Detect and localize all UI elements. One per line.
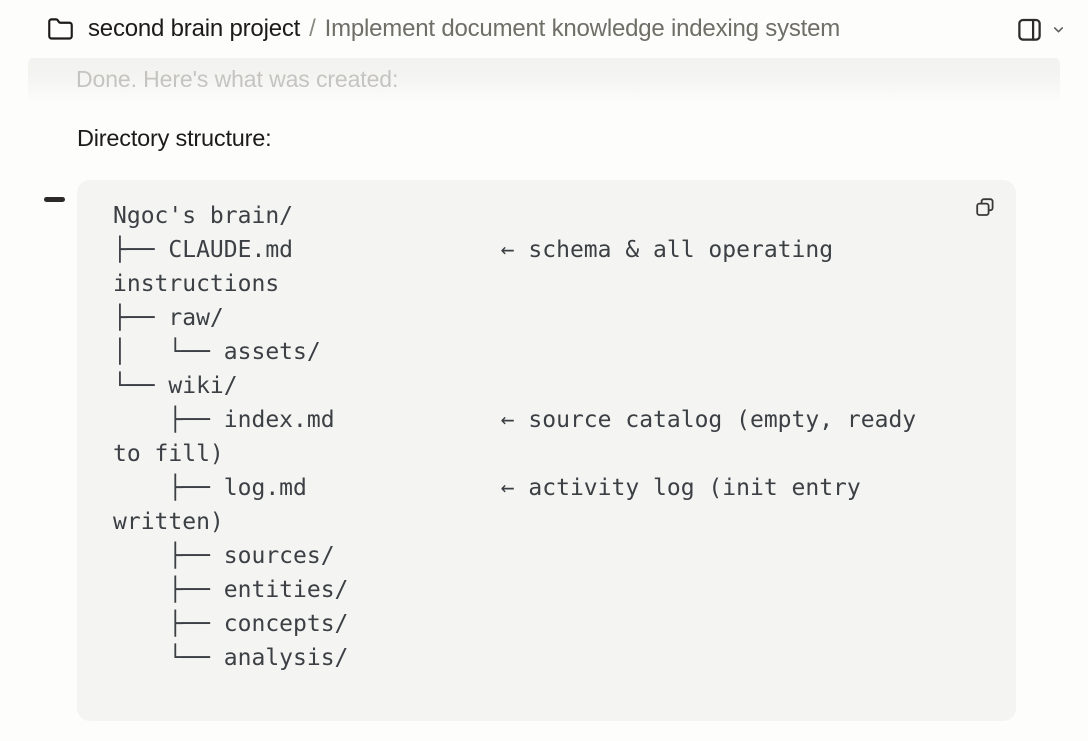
breadcrumb: second brain project / Implement document …: [88, 14, 840, 44]
folder-icon: [46, 15, 74, 43]
directory-tree: Ngoc's brain/ ├── CLAUDE.md ← schema & a…: [113, 203, 917, 671]
copy-icon[interactable]: [971, 193, 999, 221]
breadcrumb-project-name[interactable]: second brain project: [88, 15, 301, 42]
chevron-down-icon[interactable]: [1050, 21, 1066, 37]
task-header: second brain project / Implement document …: [0, 0, 1088, 58]
collapse-dash-icon[interactable]: [44, 197, 65, 202]
header-actions: [1014, 14, 1066, 44]
code-block: Ngoc's brain/ ├── CLAUDE.md ← schema & a…: [77, 180, 1016, 721]
section-label: Directory structure:: [77, 125, 272, 151]
assistant-message-faded: Done. Here's what was created:: [76, 66, 399, 92]
sidebar-panel-icon[interactable]: [1014, 14, 1044, 44]
breadcrumb-task-title: Implement document knowledge indexing sy…: [324, 15, 841, 42]
breadcrumb-separator: /: [309, 15, 316, 42]
